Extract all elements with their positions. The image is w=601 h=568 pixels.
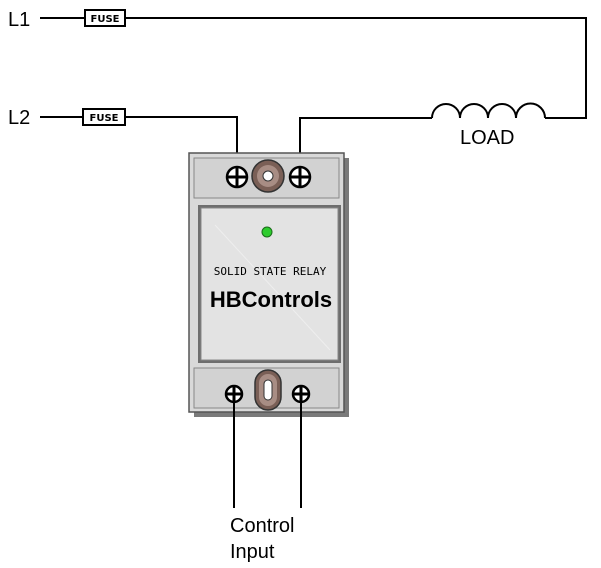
load-coil [431, 102, 546, 119]
control-terminal-right [291, 384, 311, 404]
l1-label: L1 [8, 9, 30, 31]
mounting-hole-top [251, 159, 285, 193]
status-led [261, 226, 273, 238]
l1-fuse: FUSE [84, 9, 126, 27]
l1-fuse-label: FUSE [91, 14, 120, 25]
load-terminal-left [225, 165, 249, 189]
load-label: LOAD [460, 127, 514, 149]
l2-label: L2 [8, 107, 30, 129]
relay-title: SOLID STATE RELAY [214, 265, 327, 278]
control-terminal-left [224, 384, 244, 404]
l2-fuse-label: FUSE [90, 113, 119, 124]
solid-state-relay: SOLID STATE RELAY HBControls [188, 152, 349, 417]
relay-brand: HBControls [210, 287, 332, 312]
load-terminal-right [288, 165, 312, 189]
l2-fuse: FUSE [82, 108, 126, 126]
mounting-slot-bottom [254, 369, 282, 411]
l1-wire-to-load [125, 17, 587, 119]
control-label-line2: Input [230, 541, 275, 563]
control-label-line1: Control [230, 515, 294, 537]
